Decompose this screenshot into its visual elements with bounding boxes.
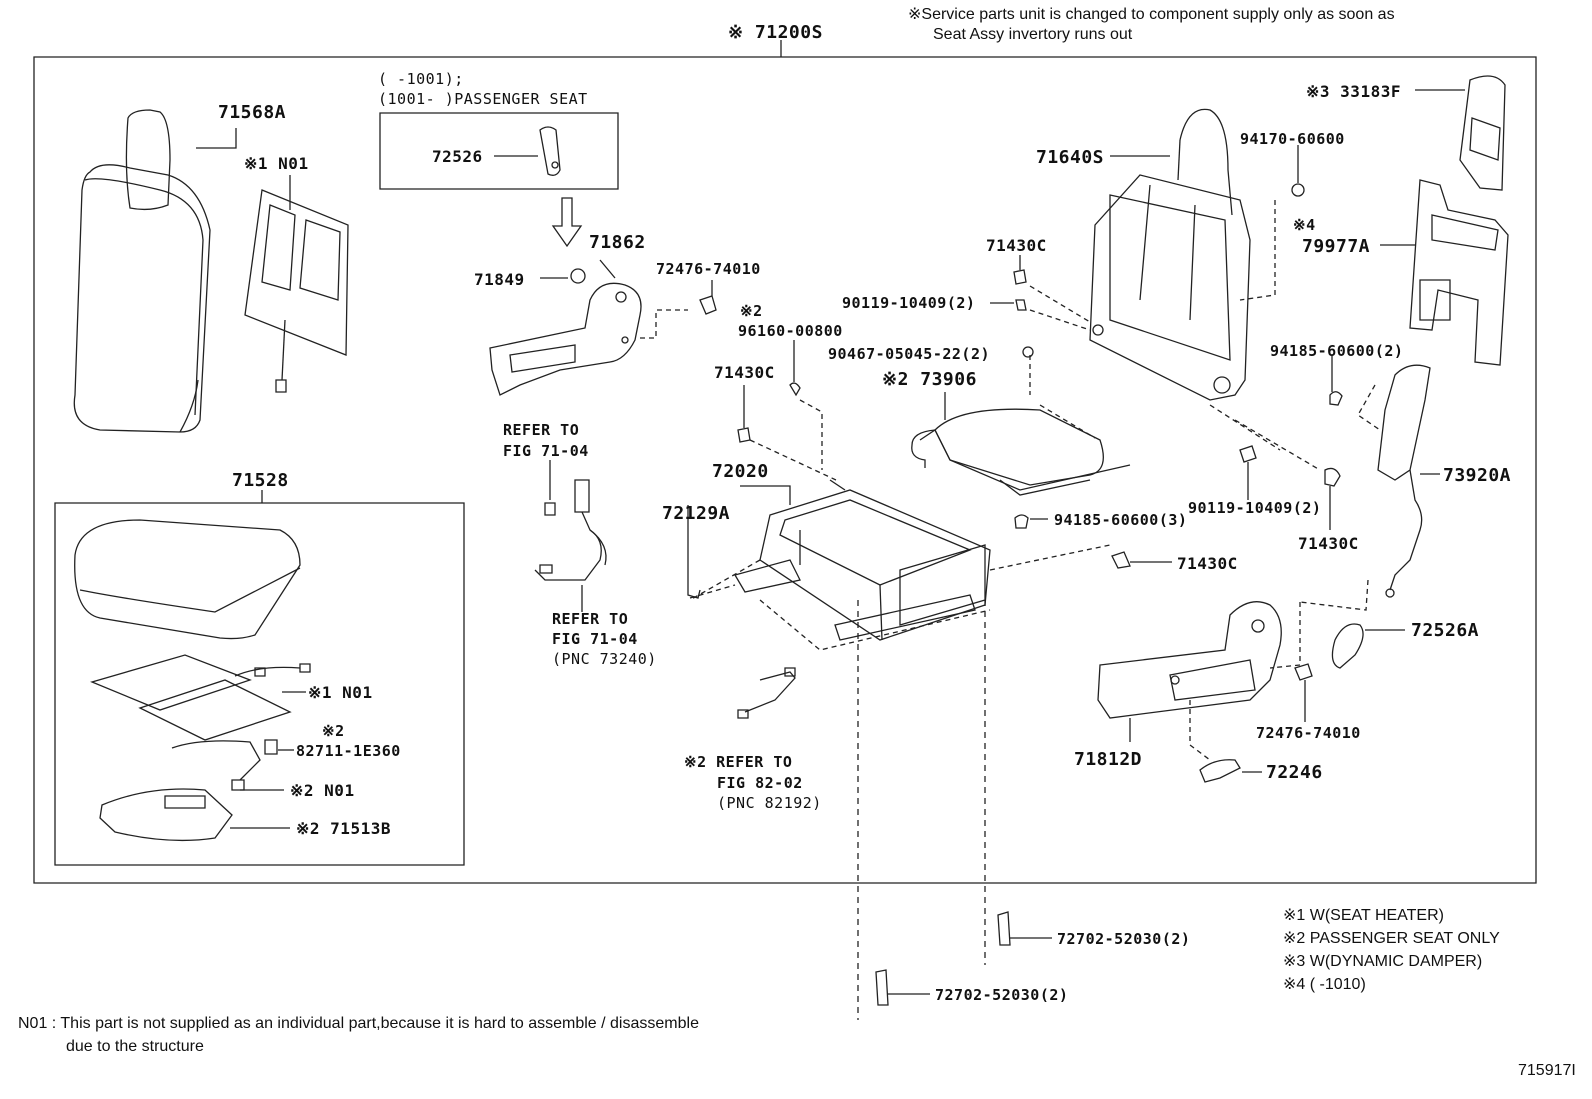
part-2-N01: ※2 N01: [290, 781, 355, 800]
part-71640S: 71640S: [1036, 147, 1105, 168]
occupant-sensor-71513B: [100, 789, 232, 840]
part-72702-52030-b: 72702-52030(2): [935, 986, 1069, 1004]
part-71568A: 71568A: [218, 102, 287, 123]
part-73920A: 73920A: [1443, 465, 1512, 486]
part-1-N01-cushion: ※1 N01: [308, 683, 373, 702]
note-2-a: ※2: [740, 302, 763, 320]
part-71430C-3: 71430C: [1298, 534, 1359, 553]
bracket-79977A: [1410, 180, 1508, 365]
refer-71-04-b3: (PNC 73240): [552, 650, 657, 668]
legend-item-2: ※2 PASSENGER SEAT ONLY: [1283, 930, 1500, 947]
part-72476-74010-right: 72476-74010: [1256, 724, 1361, 742]
part-71849: 71849: [474, 270, 525, 289]
seatback-heater-pad: [245, 190, 348, 392]
inset-line2: (1001- )PASSENGER SEAT: [378, 90, 588, 108]
refer-71-04-b2: FIG 71-04: [552, 630, 638, 648]
part-96160-00800: 96160-00800: [738, 322, 843, 340]
side-trim-71812D: [1098, 602, 1281, 718]
footnote-line2: due to the structure: [66, 1038, 204, 1055]
part-3-33183F: ※3 33183F: [1306, 82, 1401, 101]
seatback-cover-71568A: [74, 110, 210, 432]
part-82711-1E360: 82711-1E360: [296, 742, 401, 760]
assembly-code: ※ 71200S: [728, 22, 823, 43]
part-94185-60600-3: 94185-60600(3): [1054, 511, 1188, 529]
legend-item-4: ※4 ( -1010): [1283, 976, 1366, 993]
part-71862: 71862: [589, 232, 646, 253]
part-72020: 72020: [712, 461, 769, 482]
legend-item-3: ※3 W(DYNAMIC DAMPER): [1283, 953, 1483, 970]
part-90119-10409-b: 90119-10409(2): [1188, 499, 1322, 517]
part-72476-74010-left: 72476-74010: [656, 260, 761, 278]
legend-item-1: ※1 W(SEAT HEATER): [1283, 907, 1444, 924]
part-71430C-1: 71430C: [714, 363, 775, 382]
seat-cushion-heater-pad: [92, 655, 310, 740]
note-4: ※4: [1293, 216, 1316, 234]
side-trim-71862: [490, 283, 641, 395]
part-90467-05045-22: 90467-05045-22(2): [828, 345, 991, 363]
seatback-frame-71640S: [1090, 109, 1250, 400]
refer-71-04-b1: REFER TO: [552, 610, 629, 628]
inset-line1: ( -1001);: [378, 70, 464, 88]
note-2-b: ※2: [322, 722, 345, 740]
footnote-line1: N01 : This part is not supplied as an in…: [18, 1015, 699, 1032]
part-2-71513B: ※2 71513B: [296, 819, 391, 838]
part-72246: 72246: [1266, 762, 1323, 783]
seat-cushion-cover: [75, 520, 300, 639]
part-1-N01-back: ※1 N01: [244, 154, 309, 173]
refer-82-02-2: FIG 82-02: [717, 774, 803, 792]
refer-82-02-3: (PNC 82192): [717, 794, 822, 812]
part-79977A: 79977A: [1302, 236, 1371, 257]
seat-cushion-pad-73906: [912, 409, 1130, 495]
figure-id: 715917I: [1518, 1062, 1576, 1079]
service-note-line2: Seat Assy invertory runs out: [933, 26, 1133, 43]
part-71430C-4: 71430C: [1177, 554, 1238, 573]
service-note-line1: ※Service parts unit is changed to compon…: [908, 6, 1395, 23]
assembly-frame: [34, 57, 1536, 883]
legend: ※1 W(SEAT HEATER) ※2 PASSENGER SEAT ONLY…: [1283, 905, 1500, 997]
seat-frame-72020: [735, 480, 990, 640]
side-cover-73920A: [1378, 365, 1430, 597]
part-2-73906: ※2 73906: [882, 369, 977, 390]
part-72526: 72526: [432, 147, 483, 166]
part-71812D: 71812D: [1074, 749, 1143, 770]
part-71528: 71528: [232, 470, 289, 491]
refer-82-02-1: ※2 REFER TO: [684, 753, 793, 771]
cushion-detail-box: [55, 503, 464, 865]
part-94170-60600: 94170-60600: [1240, 130, 1345, 148]
dynamic-damper-33183F: [1460, 76, 1505, 190]
refer-71-04-a1: REFER TO: [503, 421, 580, 439]
part-71430C-2: 71430C: [986, 236, 1047, 255]
refer-71-04-a2: FIG 71-04: [503, 442, 589, 460]
part-72129A: 72129A: [662, 503, 731, 524]
seatbelt-buckle: [535, 480, 606, 580]
part-72702-52030-a: 72702-52030(2): [1057, 930, 1191, 948]
inset-box: [380, 113, 618, 189]
part-72526A: 72526A: [1411, 620, 1480, 641]
part-90119-10409-a: 90119-10409(2): [842, 294, 976, 312]
part-94185-60600-2: 94185-60600(2): [1270, 342, 1404, 360]
